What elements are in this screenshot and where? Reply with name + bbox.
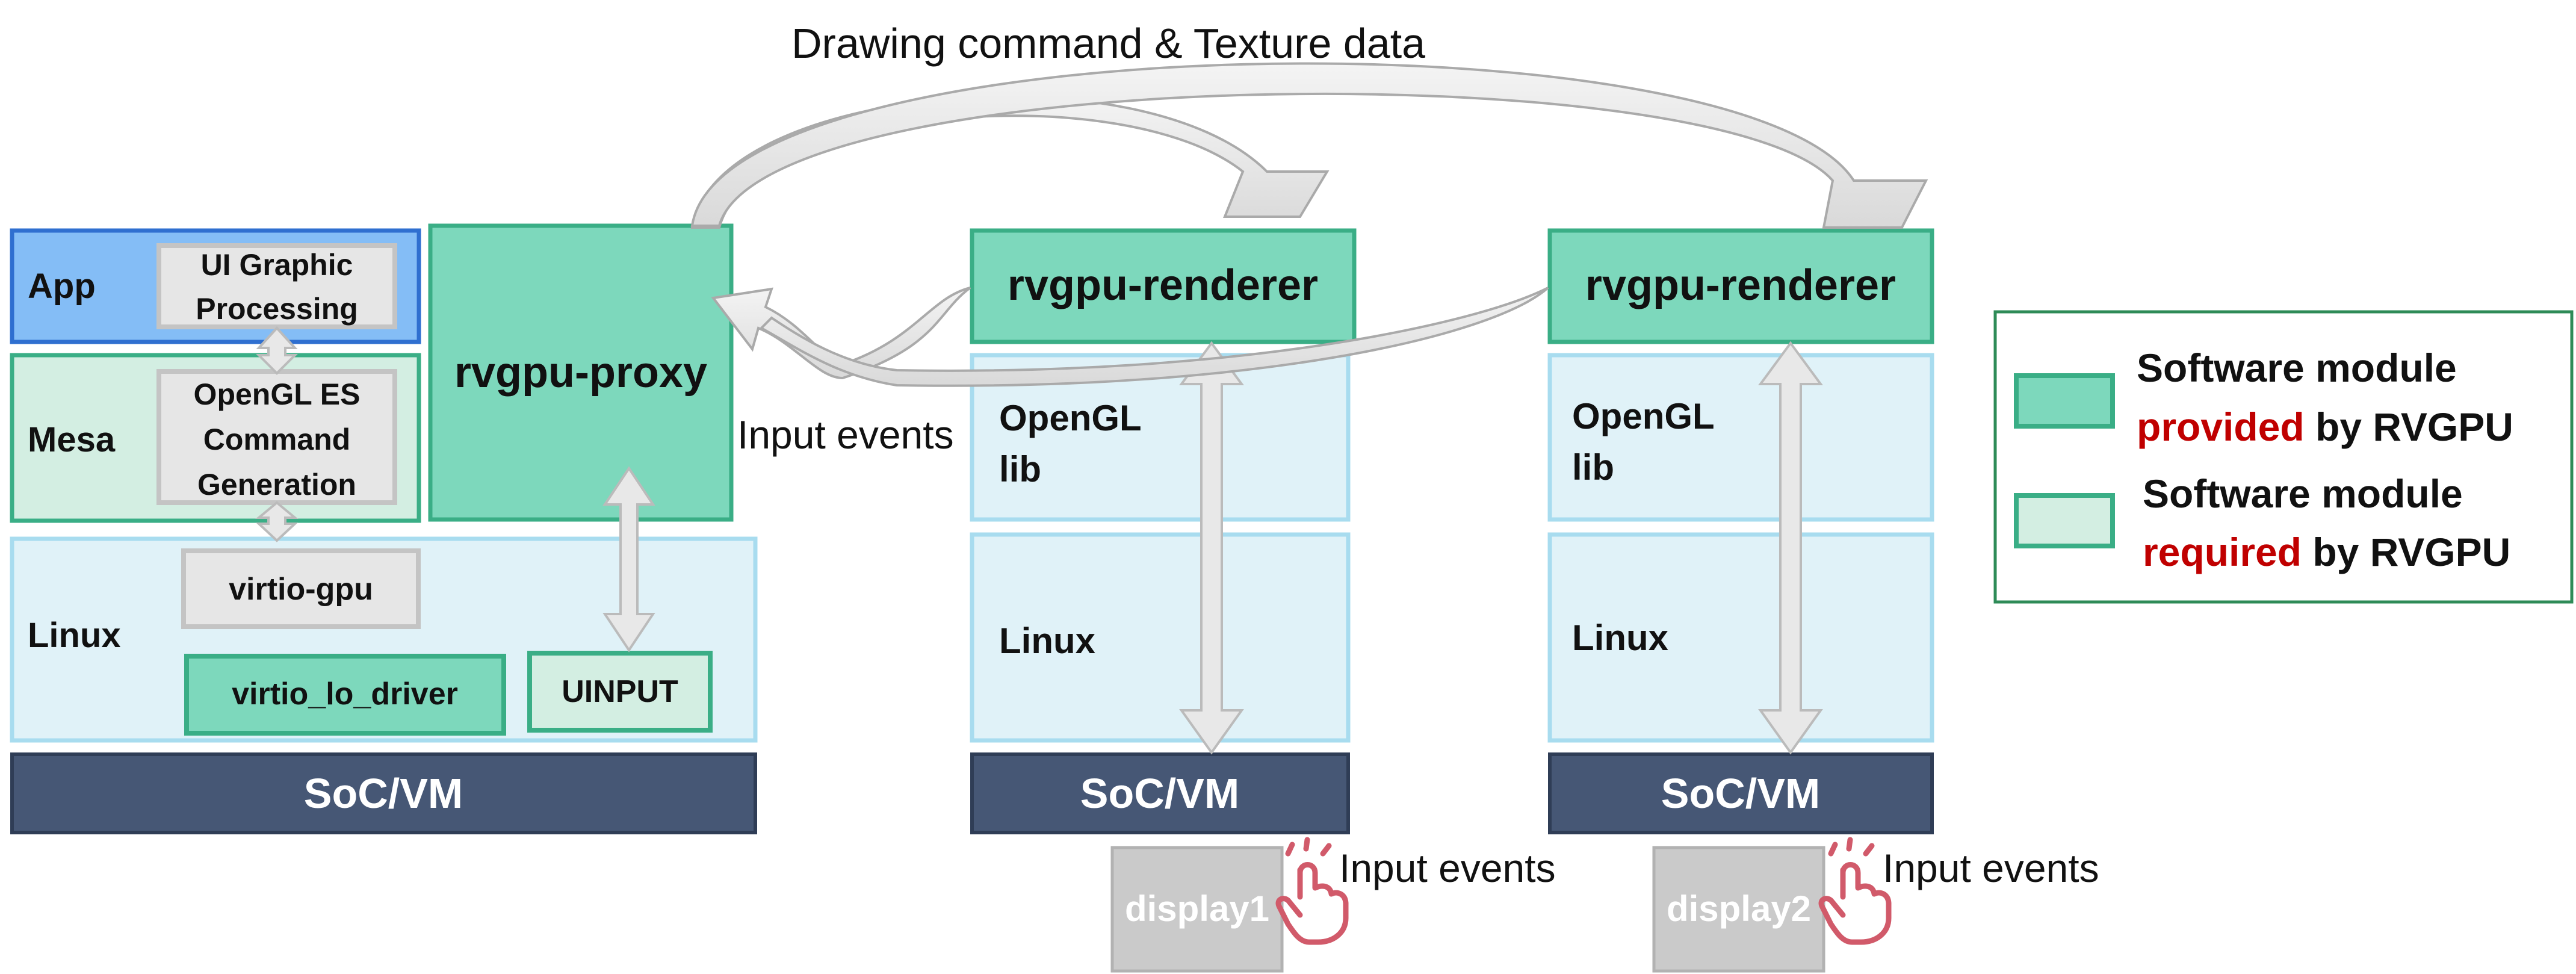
annotation-drawing-command: Drawing command & Texture data xyxy=(791,20,1425,67)
uinput-box xyxy=(527,651,713,733)
annotation-input-events-display1: Input events xyxy=(1339,846,1556,890)
rvgpu-proxy-label: rvgpu-proxy xyxy=(454,349,707,397)
virtio-gpu-label: virtio-gpu xyxy=(229,572,373,607)
ui-opengl-double-arrow xyxy=(256,326,298,375)
renderer-stack-2: rvgpu-renderer OpenGL lib Linux SoC/VM d… xyxy=(1547,228,1934,973)
renderer2-opengl-layer xyxy=(1547,353,1934,522)
uinput-label: UINPUT xyxy=(562,674,678,709)
renderer2-vertical-double-arrow xyxy=(1758,341,1823,755)
opengl-es-label-line2: Command xyxy=(203,423,350,456)
renderer1-title-box xyxy=(970,228,1357,344)
renderer1-soc-vm-label: SoC/VM xyxy=(1080,770,1239,817)
display1-label: display1 xyxy=(1125,889,1269,929)
display2-box xyxy=(1652,846,1825,973)
renderer2-opengl-line2: lib xyxy=(1572,447,1614,488)
curved-arrows xyxy=(690,62,1928,387)
linux-label: Linux xyxy=(28,616,121,655)
renderer1-linux-label: Linux xyxy=(999,621,1095,661)
renderer1-opengl-line1: OpenGL xyxy=(999,398,1142,438)
renderer1-title: rvgpu-renderer xyxy=(1008,261,1318,309)
legend: Software module provided by RVGPU Softwa… xyxy=(1993,310,2574,604)
annotation-input-events-display2: Input events xyxy=(1883,846,2099,890)
return-arrow-from-renderer1 xyxy=(711,287,971,380)
virtio-gpu-box xyxy=(181,548,421,629)
return-arrow-from-renderer2 xyxy=(759,287,1549,387)
legend-provided-rest: by RVGPU xyxy=(2305,405,2513,449)
renderer2-linux-layer xyxy=(1547,532,1934,743)
display2-label: display2 xyxy=(1667,889,1811,929)
ui-graphic-label-line1: UI Graphic xyxy=(201,248,353,282)
opengl-es-label-line1: OpenGL ES xyxy=(194,377,361,411)
legend-required-rest: by RVGPU xyxy=(2302,530,2510,574)
app-label: App xyxy=(28,267,96,306)
legend-required-line2: required by RVGPU xyxy=(2143,530,2510,574)
legend-required-word: required xyxy=(2143,530,2302,574)
renderer2-title: rvgpu-renderer xyxy=(1585,261,1896,309)
arc-arrow-to-renderer2 xyxy=(690,62,1928,229)
touch-hand-icon xyxy=(1818,837,1892,945)
renderer2-title-box xyxy=(1547,228,1934,344)
touch-hand-icon xyxy=(1275,837,1349,945)
renderer2-soc-vm-label: SoC/VM xyxy=(1661,770,1820,817)
legend-provided-line1: Software module xyxy=(2137,346,2457,390)
legend-provided-swatch xyxy=(2014,373,2115,429)
soc-vm-label: SoC/VM xyxy=(304,770,463,817)
opengl-es-command-generation-box xyxy=(156,369,397,505)
mesa-label: Mesa xyxy=(28,420,116,459)
renderer1-soc-vm-bar xyxy=(970,752,1350,834)
annotation-input-events-proxy: Input events xyxy=(737,412,954,457)
renderer1-linux-layer xyxy=(970,532,1351,743)
legend-required-line1: Software module xyxy=(2143,471,2463,516)
renderer1-opengl-line2: lib xyxy=(999,449,1041,489)
display1-box xyxy=(1110,846,1284,973)
legend-frame xyxy=(1993,310,2574,604)
opengl-virtio-double-arrow xyxy=(255,501,299,542)
legend-required-swatch xyxy=(2014,493,2115,548)
renderer2-opengl-line1: OpenGL xyxy=(1572,396,1715,436)
legend-provided-line2: provided by RVGPU xyxy=(2137,405,2513,449)
proxy-uinput-double-arrow xyxy=(602,466,655,653)
ui-graphic-label-line2: Processing xyxy=(196,292,358,326)
rvgpu-proxy-box xyxy=(428,223,734,522)
soc-vm-bar xyxy=(10,752,757,834)
legend-provided-word: provided xyxy=(2137,405,2305,449)
renderer1-vertical-double-arrow xyxy=(1179,341,1244,755)
renderer2-linux-label: Linux xyxy=(1572,618,1668,658)
virtio-lo-driver-box xyxy=(184,654,506,736)
virtio-lo-driver-label: virtio_lo_driver xyxy=(232,677,458,712)
left-stack: App UI Graphic Processing Mesa OpenGL ES… xyxy=(10,223,758,834)
renderer-stack-1: rvgpu-renderer OpenGL lib Linux SoC/VM d… xyxy=(970,228,1357,973)
renderer2-soc-vm-bar xyxy=(1548,752,1934,834)
opengl-es-label-line3: Generation xyxy=(197,468,356,501)
